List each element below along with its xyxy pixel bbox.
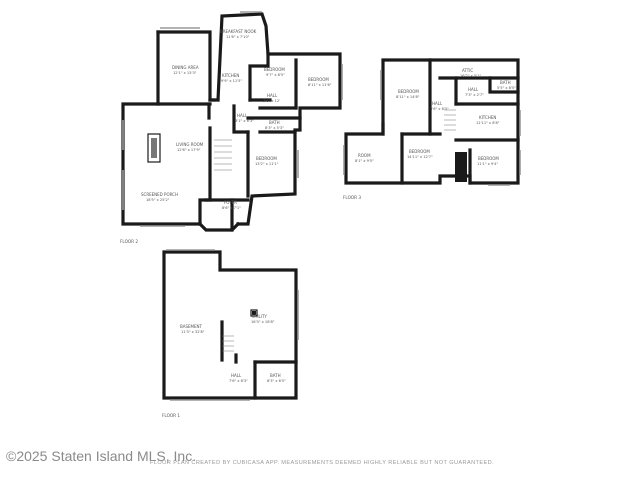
room-dimensions: 16'2" x 5'1"	[460, 74, 481, 78]
room-name: HALL	[231, 373, 242, 378]
floor-1-plan: BASEMENT 11'3" x 32'8" UTILITY 16'3" x 1…	[162, 249, 299, 418]
floor-label: FLOOR 2	[120, 239, 138, 244]
room-name: UTILITY	[252, 314, 267, 319]
room-dimensions: 12'1" x 15'3"	[173, 71, 197, 75]
room-name: BATH	[270, 373, 281, 378]
room-name: FOYER	[224, 200, 237, 205]
room-name: BEDROOM	[478, 156, 499, 161]
floor-label: FLOOR 3	[343, 195, 361, 200]
room-dimensions: 14'11" x 12'7"	[407, 155, 433, 159]
room-name: HALL	[267, 93, 278, 98]
room-name: HALL	[432, 101, 443, 106]
room-name: BEDROOM	[398, 89, 419, 94]
room-name: BASEMENT	[180, 324, 203, 329]
room-dimensions: 8'11" x 11'6"	[308, 83, 332, 87]
floor-3-plan: BEDROOM 8'11" x 14'8" ATTIC 16'2" x 5'1"…	[343, 58, 521, 200]
room-name: BEDROOM	[409, 149, 430, 154]
floor-label: FLOOR 1	[162, 413, 180, 418]
room-dimensions: 8'11" x 14'8"	[396, 95, 420, 99]
room-name: HALL	[468, 87, 479, 92]
room-dimensions: 13'2" x 11'1"	[255, 162, 279, 166]
room-name: BEDROOM	[264, 67, 285, 72]
room-dimensions: 12'6" x 17'9"	[177, 148, 201, 152]
room-dimensions: 11'6" x 7'10"	[226, 35, 250, 39]
room-dimensions: 3'1" x 6'3"	[235, 119, 254, 123]
room-dimensions: 9'7" x 8'5"	[266, 73, 285, 77]
room-name: ROOM	[358, 153, 371, 158]
room-dimensions: 11'1" x 9'4"	[477, 162, 498, 166]
room-name: DINING AREA	[172, 65, 199, 70]
room-dimensions: 5'5" x 8'5"	[497, 86, 516, 90]
room-dimensions: 7'3" x 2'7"	[465, 93, 484, 97]
room-name: BEDROOM	[308, 77, 329, 82]
disclaimer-text: FLOOR PLAN CREATED BY CUBICASA APP. MEAS…	[150, 460, 495, 466]
room-dimensions: 3'6" x 6'5"	[430, 107, 449, 111]
room-dimensions: 8'3" x 5'3"	[265, 126, 284, 130]
room-dimensions: 16'3" x 18'8"	[251, 320, 275, 324]
room-name: BREAKFAST NOOK	[220, 29, 257, 34]
room-name: LIVING ROOM	[176, 142, 204, 147]
floor-2-plan: BREAKFAST NOOK 11'6" x 7'10" DINING AREA…	[120, 11, 343, 244]
room-dimensions: 8'1" x 9'5"	[355, 159, 374, 163]
room-dimensions: 8'3" x 6'5"	[267, 379, 286, 383]
room-dimensions: 7'6" x 6'3"	[229, 379, 248, 383]
room-dimensions: 9'9" x 11'5"	[221, 79, 242, 83]
room-name: KITCHEN	[479, 115, 496, 120]
room-dimensions: 12'11" x 8'8"	[476, 121, 500, 125]
room-dimensions: 3'6" x 12'	[263, 99, 280, 103]
room-name: BATH	[269, 120, 280, 125]
copyright-watermark: ©2025 Staten Island MLS, Inc.	[6, 448, 197, 464]
room-dimensions: 18'5" x 25'2"	[146, 198, 170, 202]
room-name: ATTIC	[462, 68, 473, 73]
room-name: BEDROOM	[256, 156, 277, 161]
room-name: KITCHEN	[222, 73, 239, 78]
room-name: SCREENED PORCH	[141, 192, 178, 197]
room-name: BATH	[500, 80, 511, 85]
room-name: HALL	[237, 113, 248, 118]
room-dimensions: 8'6" x 7'1"	[222, 206, 241, 210]
room-dimensions: 11'3" x 32'8"	[181, 330, 205, 334]
